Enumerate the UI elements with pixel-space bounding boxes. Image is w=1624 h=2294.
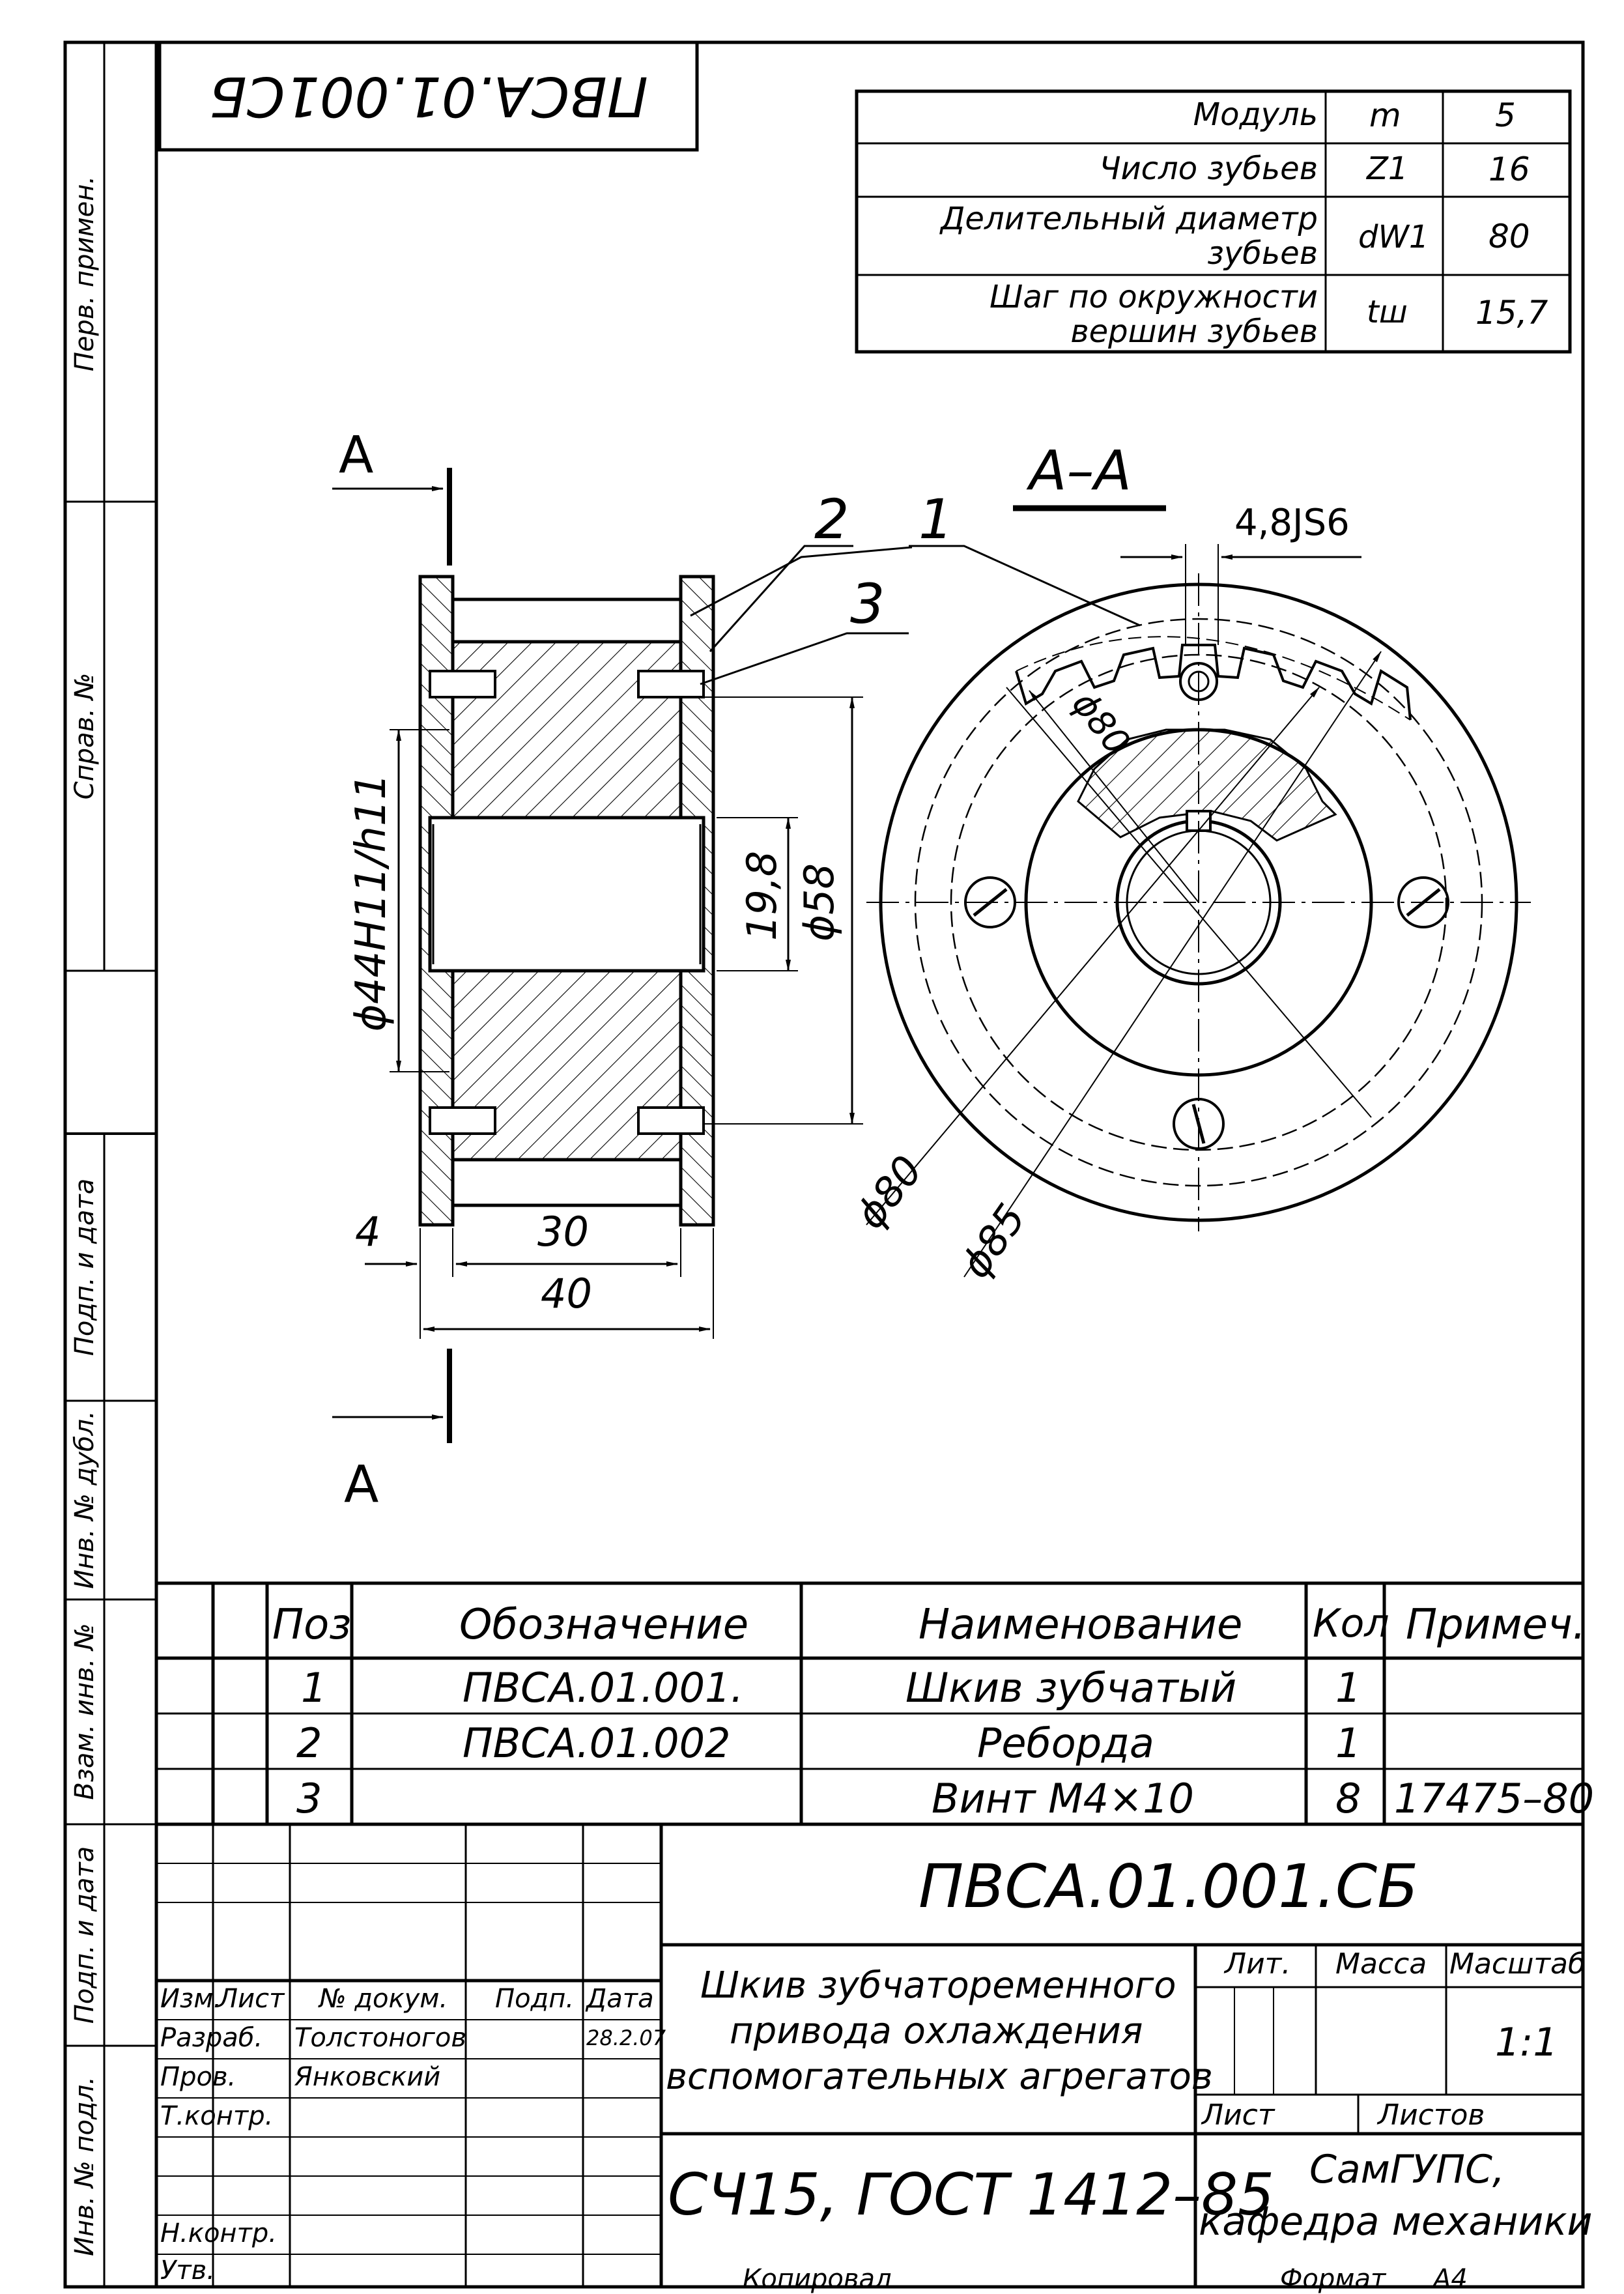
param-value-modul: 5 — [1495, 96, 1516, 134]
param-name-teeth: Число зубьев — [1099, 151, 1318, 187]
bom-row-2-naim: Реборда — [977, 1719, 1154, 1767]
leader-label-3: 3 — [850, 572, 885, 636]
bom-row-2-poz: 2 — [296, 1719, 322, 1767]
param-symbol-teeth: Z1 — [1367, 151, 1408, 187]
kopiroval-label: Копировал — [743, 2264, 892, 2294]
side-label-podp-data-2: Подп. и дата — [70, 1846, 100, 2024]
utv-label: Утв. — [160, 2256, 215, 2286]
param-name-tooth-pitch-2: вершин зубьев — [1070, 313, 1318, 350]
dim-w40: 40 — [541, 1270, 592, 1317]
razrab-label: Разраб. — [160, 2023, 263, 2053]
param-symbol-tooth-pitch: tш — [1367, 294, 1408, 330]
section-title: A–A — [1029, 438, 1132, 502]
sheet-frame — [63, 40, 1585, 2289]
bom-row-1-oboz: ПВСА.01.001. — [463, 1664, 744, 1712]
title-line-1: Шкив зубчаторемен­ного — [700, 1964, 1176, 2007]
doc-code: ПВСА.01.001.СБ — [919, 1852, 1419, 1921]
bom-row-2-kol: 1 — [1335, 1719, 1361, 1767]
param-name-pitch-diam-1: Делительный диаметр — [940, 201, 1318, 237]
param-value-teeth: 16 — [1489, 151, 1530, 188]
prov-label: Пров. — [160, 2062, 236, 2092]
format-value: А4 — [1433, 2264, 1468, 2294]
col-dokum: № докум. — [319, 1984, 448, 2014]
scale-value: 1:1 — [1495, 2020, 1558, 2065]
bom-row-3-kol: 8 — [1335, 1775, 1361, 1822]
section-mark-bottom: A — [344, 1455, 379, 1514]
bom-header-naim: Наименование — [919, 1601, 1243, 1649]
bom-row-3-naim: Винт М4×10 — [932, 1775, 1194, 1822]
leader-label-2: 2 — [814, 487, 849, 551]
param-name-tooth-pitch-1: Шаг по окружности — [990, 279, 1318, 315]
razrab-date: 28.2.07 — [586, 2026, 666, 2050]
bom-header-kol: Кол — [1313, 1601, 1389, 1646]
param-value-pitch-diam: 80 — [1489, 218, 1530, 255]
lit-label: Лит. — [1225, 1947, 1291, 1981]
param-name-pitch-diam-2: зубьев — [1207, 235, 1318, 272]
dim-d44: ϕ44H11/h11 — [347, 773, 395, 1032]
bom-header-poz: Поз — [272, 1601, 352, 1649]
side-label-perv-primen: Перв. примен. — [70, 175, 100, 372]
dim-d58: ϕ58 — [795, 863, 843, 941]
dim-bore: 19,8 — [738, 850, 786, 941]
col-data: Дата — [586, 1984, 654, 2014]
bom-header-prim: Примеч. — [1406, 1601, 1586, 1649]
stamp-top-code: ПВСА.01.001СБ — [209, 65, 648, 128]
section-view — [332, 468, 913, 1443]
bom-row-1-poz: 1 — [301, 1664, 327, 1712]
bom-row-1-kol: 1 — [1335, 1664, 1361, 1712]
bom-row-2-oboz: ПВСА.01.002 — [463, 1719, 731, 1767]
param-symbol-modul: m — [1369, 96, 1401, 134]
col-list: Лист — [218, 1984, 285, 2014]
side-label-inv-podl: Инв. № подл. — [70, 2076, 100, 2256]
org-line-2: кафедра механики — [1199, 2199, 1593, 2244]
leader-label-1: 1 — [919, 487, 954, 551]
material: СЧ15, ГОСТ 1412–85 — [668, 2161, 1275, 2228]
bom-row-3-prim: 17475–80 — [1394, 1775, 1595, 1822]
title-block-grid — [156, 1822, 1583, 2287]
side-label-podp-data-1: Подп. и дата — [70, 1178, 100, 1356]
list-label: Лист — [1202, 2099, 1275, 2132]
title-line-3: вспомогательных агрегатов — [666, 2056, 1213, 2098]
razrab-name: Толстоногов — [294, 2023, 466, 2053]
side-label-inv-dubl: Инв. № дубл. — [70, 1411, 100, 1589]
dim-w4: 4 — [355, 1208, 381, 1255]
param-name-modul: Модуль — [1193, 96, 1318, 133]
title-line-2: привода охлаждения — [730, 2010, 1143, 2052]
massa-label: Масса — [1335, 1947, 1427, 1981]
col-podp: Подп. — [495, 1984, 575, 2014]
masshtab-label: Масштаб — [1449, 1947, 1586, 1981]
section-mark-top: A — [339, 426, 374, 485]
org-line-1: СамГУПС, — [1309, 2147, 1505, 2192]
param-symbol-pitch-diam: dW1 — [1358, 219, 1429, 255]
prov-name: Янковский — [294, 2062, 441, 2092]
listov-label: Листов — [1378, 2099, 1485, 2132]
dim-w30: 30 — [537, 1208, 589, 1255]
params-table-grid — [855, 89, 1572, 354]
param-value-tooth-pitch: 15,7 — [1475, 294, 1548, 332]
format-label: Формат — [1280, 2264, 1386, 2294]
bom-row-3-poz: 3 — [296, 1775, 322, 1822]
nkontr-label: Н.контр. — [160, 2218, 277, 2248]
tkontr-label: Т.контр. — [160, 2101, 274, 2131]
side-label-sprav-no: Справ. № — [70, 672, 100, 800]
side-label-vzam-inv: Взам. инв. № — [70, 1623, 100, 1800]
bom-row-1-naim: Шкив зубчатый — [905, 1664, 1237, 1712]
bom-header-oboz: Обозначение — [459, 1601, 749, 1649]
dim-keyway: 4,8JS6 — [1234, 502, 1350, 544]
view-a-a — [866, 505, 1531, 1278]
col-izm: Изм. — [160, 1984, 222, 2014]
